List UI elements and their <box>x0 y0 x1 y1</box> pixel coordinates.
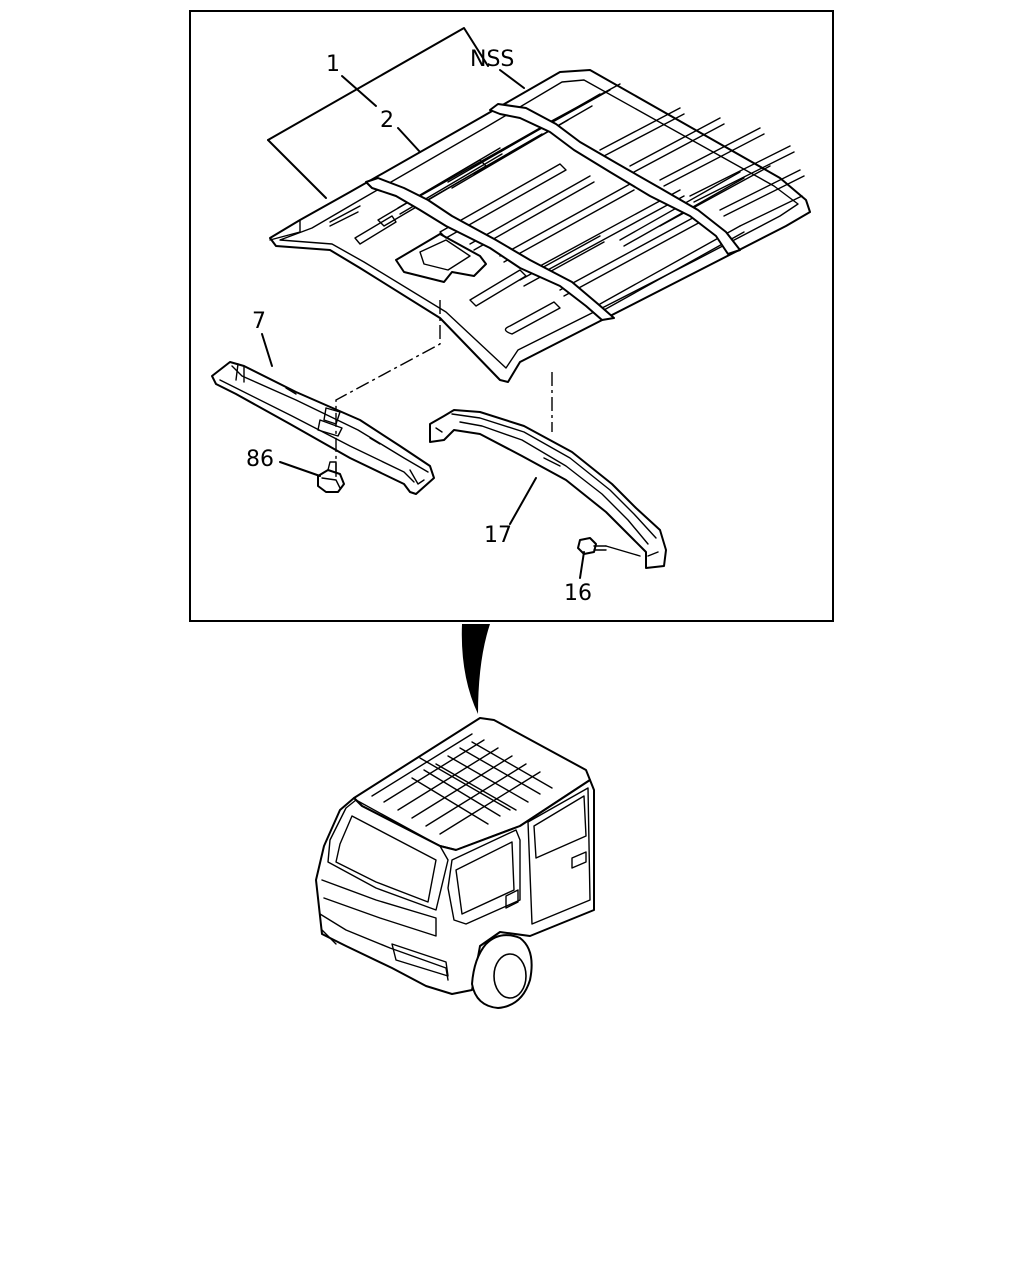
callout-nss: NSS <box>470 47 514 72</box>
callout-7: 7 <box>252 309 266 334</box>
truck-cab-icon <box>315 717 595 1009</box>
callout-1: 1 <box>326 52 340 77</box>
callout-86: 86 <box>246 447 274 472</box>
roof-bow-icon <box>429 409 667 569</box>
roof-panel-icon <box>269 69 811 383</box>
headlining-rail-icon <box>211 361 435 495</box>
pointer-wedge-icon <box>461 624 490 714</box>
diagram-frame <box>189 10 834 622</box>
callout-17: 17 <box>484 523 512 548</box>
alignment-lines <box>335 300 553 478</box>
callout-2: 2 <box>380 108 394 133</box>
bolt-icon <box>577 537 641 557</box>
callout-16: 16 <box>564 581 592 606</box>
clip-icon <box>317 461 345 493</box>
leader-lines <box>261 27 585 579</box>
